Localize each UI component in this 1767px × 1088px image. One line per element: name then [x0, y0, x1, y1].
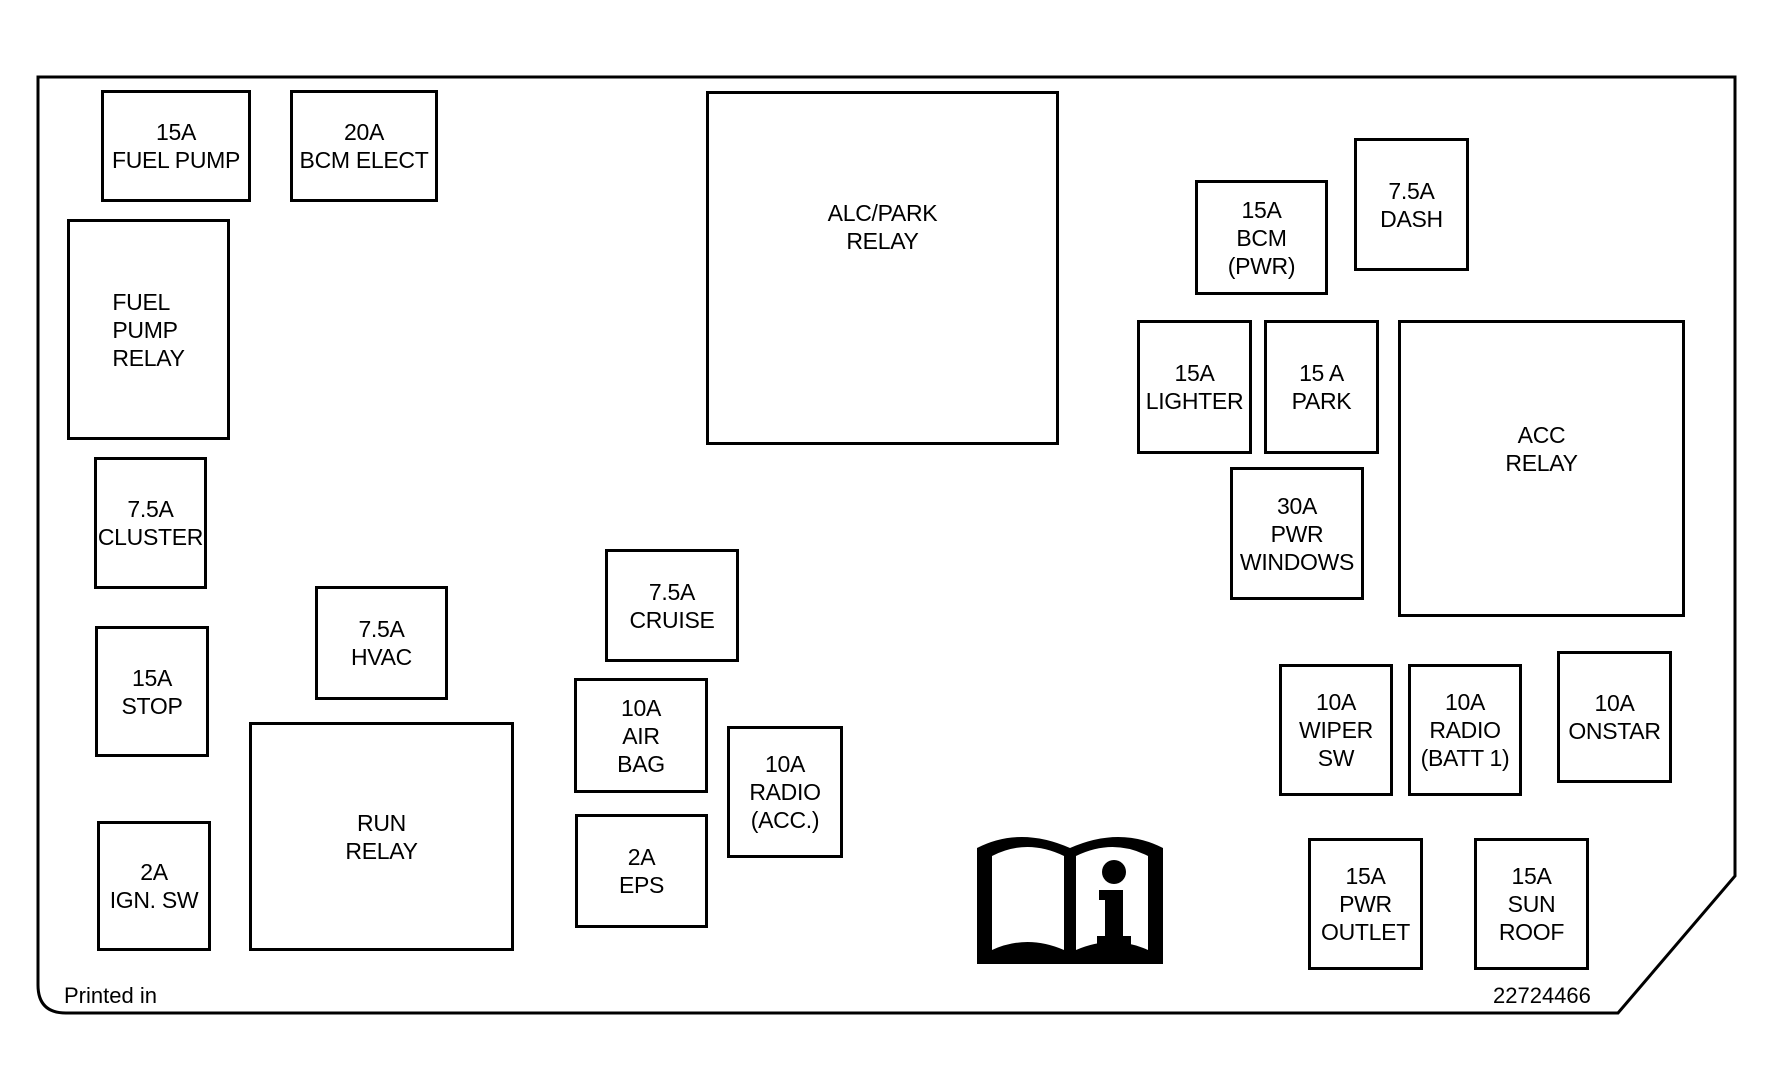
fuse-lighter[interactable]: 15A LIGHTER: [1137, 320, 1252, 454]
fuse-sun-roof[interactable]: 15A SUN ROOF: [1474, 838, 1589, 970]
printed-in-text: Printed in: [64, 983, 157, 1008]
fuse-pwr-outlet-label: 15A PWR OUTLET: [1321, 863, 1410, 945]
fuse-eps[interactable]: 2A EPS: [575, 814, 708, 928]
fuse-bcm-elect[interactable]: 20A BCM ELECT: [290, 90, 438, 202]
fuse-radio-batt1-label: 10A RADIO (BATT 1): [1420, 689, 1510, 771]
fuse-onstar-label: 10A ONSTAR: [1568, 690, 1661, 744]
fuse-park[interactable]: 15 A PARK: [1264, 320, 1379, 454]
fuse-lighter-label: 15A LIGHTER: [1145, 360, 1244, 414]
fuse-ign-sw[interactable]: 2A IGN. SW: [97, 821, 211, 951]
fuse-dash-label: 7.5A DASH: [1380, 177, 1443, 232]
fuse-fuel-pump-label: 15A FUEL PUMP: [111, 119, 241, 173]
fuse-eps-label: 2A EPS: [618, 844, 665, 898]
fuse-cluster[interactable]: 7.5A CLUSTER: [94, 457, 207, 589]
fuse-hvac-label: 7.5A HVAC: [351, 616, 412, 670]
fuse-stop[interactable]: 15A STOP: [95, 626, 209, 757]
relay-alc-park[interactable]: ALC/PARK RELAY: [706, 91, 1059, 445]
owner-manual-info-icon: [977, 837, 1163, 964]
fuse-cruise[interactable]: 7.5A CRUISE: [605, 549, 739, 662]
fuse-air-bag[interactable]: 10A AIR BAG: [574, 678, 708, 793]
fuse-wiper-sw[interactable]: 10A WIPER SW: [1279, 664, 1393, 796]
fuse-sun-roof-label: 15A SUN ROOF: [1498, 863, 1565, 945]
relay-fuel-pump[interactable]: FUEL PUMP RELAY: [67, 219, 230, 440]
fuse-bcm-elect-label: 20A BCM ELECT: [299, 119, 429, 173]
fuse-dash[interactable]: 7.5A DASH: [1354, 138, 1469, 271]
fuse-ign-sw-label: 2A IGN. SW: [109, 859, 199, 913]
relay-fuel-pump-label: FUEL PUMP RELAY: [112, 288, 185, 371]
fuse-radio-acc-label: 10A RADIO (ACC.): [749, 751, 821, 833]
relay-run[interactable]: RUN RELAY: [249, 722, 514, 951]
fuse-pwr-windows[interactable]: 30A PWR WINDOWS: [1230, 467, 1364, 600]
fuse-bcm-pwr-label: 15A BCM (PWR): [1227, 196, 1296, 279]
fuse-cruise-label: 7.5A CRUISE: [629, 578, 715, 633]
fuse-park-label: 15 A PARK: [1291, 360, 1352, 414]
relay-alc-park-label: ALC/PARK RELAY: [827, 200, 938, 254]
fuse-pwr-windows-label: 30A PWR WINDOWS: [1239, 492, 1355, 575]
fuse-radio-acc[interactable]: 10A RADIO (ACC.): [727, 726, 843, 858]
relay-acc[interactable]: ACC RELAY: [1398, 320, 1685, 617]
fuse-hvac[interactable]: 7.5A HVAC: [315, 586, 448, 700]
relay-run-label: RUN RELAY: [345, 809, 418, 864]
relay-acc-label: ACC RELAY: [1505, 421, 1578, 476]
fuse-cluster-label: 7.5A CLUSTER: [97, 496, 204, 550]
fuse-wiper-sw-label: 10A WIPER SW: [1299, 689, 1373, 771]
fuse-stop-label: 15A STOP: [121, 664, 183, 719]
fuse-fuel-pump[interactable]: 15A FUEL PUMP: [101, 90, 251, 202]
fuse-onstar[interactable]: 10A ONSTAR: [1557, 651, 1672, 783]
fuse-air-bag-label: 10A AIR BAG: [617, 694, 665, 777]
part-number-text: 22724466: [1493, 983, 1591, 1008]
fuse-pwr-outlet[interactable]: 15A PWR OUTLET: [1308, 838, 1423, 970]
fuse-radio-batt1[interactable]: 10A RADIO (BATT 1): [1408, 664, 1522, 796]
fuse-bcm-pwr[interactable]: 15A BCM (PWR): [1195, 180, 1328, 295]
